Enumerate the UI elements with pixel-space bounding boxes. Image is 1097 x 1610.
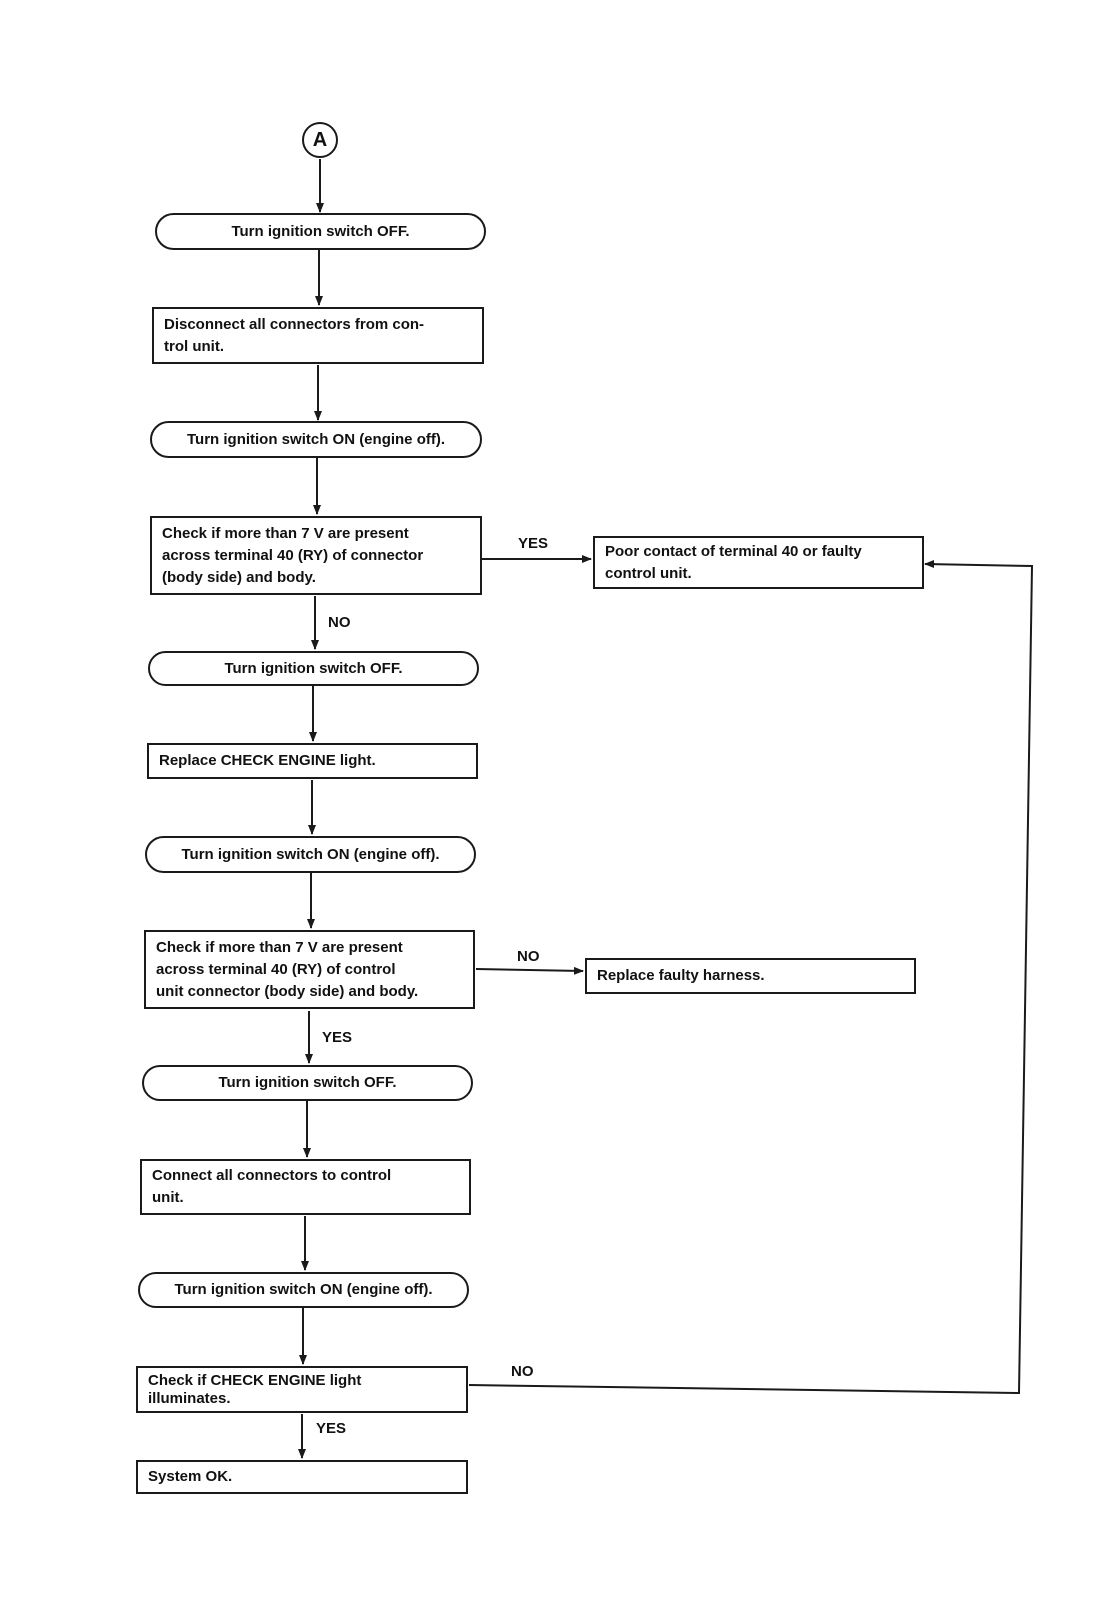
step-text: Check if CHECK ENGINE light illuminates. <box>148 1371 362 1407</box>
step-text: Check if more than 7 V are present acros… <box>162 524 424 586</box>
step-ignition-off-2: Turn ignition switch OFF. <box>148 651 479 686</box>
arrow-s12-no-loop <box>468 563 1034 1395</box>
step-connect-connectors: Connect all connectors to control unit. <box>140 1159 471 1215</box>
step-text: Turn ignition switch OFF. <box>224 659 403 677</box>
arrow-s8-no <box>475 966 584 975</box>
start-connector: A <box>302 122 338 158</box>
start-connector-label: A <box>312 128 328 151</box>
result-poor-contact: Poor contact of terminal 40 or faulty co… <box>593 536 924 589</box>
step-ignition-on-3: Turn ignition switch ON (engine off). <box>138 1272 469 1308</box>
step-text: Turn ignition switch ON (engine off). <box>186 430 446 448</box>
step-text: Turn ignition switch OFF. <box>231 222 410 240</box>
step-ignition-on-1: Turn ignition switch ON (engine off). <box>150 421 482 458</box>
label-no-2: NO <box>517 948 540 965</box>
step-text: System OK. <box>148 1468 233 1485</box>
step-text: Turn ignition switch ON (engine off). <box>181 845 440 863</box>
step-text: Check if more than 7 V are present acros… <box>156 938 419 1000</box>
step-replace-check-engine-light: Replace CHECK ENGINE light. <box>147 743 478 779</box>
step-text: Replace faulty harness. <box>597 967 765 984</box>
check-voltage-connector: Check if more than 7 V are present acros… <box>150 516 482 595</box>
check-engine-light-illuminates: Check if CHECK ENGINE light illuminates. <box>136 1366 468 1413</box>
check-voltage-control-unit-connector: Check if more than 7 V are present acros… <box>144 930 475 1009</box>
label-yes-2: YES <box>322 1029 353 1046</box>
step-disconnect-connectors: Disconnect all connectors from con- trol… <box>152 307 484 364</box>
step-ignition-off-1: Turn ignition switch OFF. <box>155 213 486 250</box>
step-text: Turn ignition switch ON (engine off). <box>174 1281 433 1298</box>
step-text: Replace CHECK ENGINE light. <box>159 752 376 769</box>
result-replace-harness: Replace faulty harness. <box>585 958 916 994</box>
step-text: Connect all connectors to control unit. <box>152 1167 392 1206</box>
step-text: Turn ignition switch OFF. <box>218 1074 397 1091</box>
result-system-ok: System OK. <box>136 1460 468 1494</box>
step-ignition-off-3: Turn ignition switch OFF. <box>142 1065 473 1101</box>
step-text: Disconnect all connectors from con- trol… <box>164 315 425 355</box>
label-no-1: NO <box>328 614 351 631</box>
step-text: Poor contact of terminal 40 or faulty co… <box>605 542 862 582</box>
step-ignition-on-2: Turn ignition switch ON (engine off). <box>145 836 476 873</box>
label-no-3: NO <box>511 1363 534 1380</box>
label-yes-1: YES <box>518 535 549 552</box>
label-yes-3: YES <box>316 1420 347 1437</box>
